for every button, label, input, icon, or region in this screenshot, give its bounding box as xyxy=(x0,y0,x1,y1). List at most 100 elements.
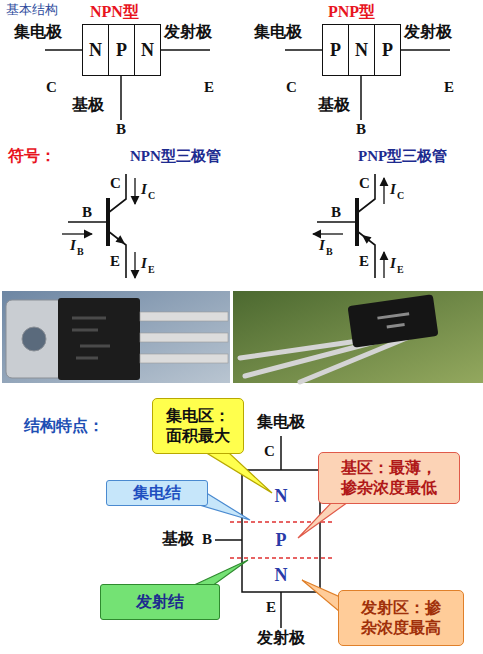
pin-letter: E xyxy=(110,254,120,269)
semiconductor-cell: N xyxy=(348,24,375,76)
emitter-arrow xyxy=(362,235,372,244)
section-heading: NPN型 xyxy=(90,4,139,20)
emitter-lead xyxy=(108,231,126,278)
pin-letter: E xyxy=(204,80,214,95)
callout-text: 发射结 xyxy=(136,592,184,612)
callout-tail xyxy=(205,452,272,493)
transistor-leg xyxy=(140,312,228,321)
callout-box: 集电结 xyxy=(106,480,208,506)
transistor-leg xyxy=(140,333,228,342)
emitter-wire xyxy=(280,592,282,628)
current-symbol: I xyxy=(70,238,76,253)
base-wire xyxy=(120,76,122,120)
photo-background xyxy=(233,291,483,383)
pin-letter: B xyxy=(116,122,126,137)
transistor-leg xyxy=(140,354,228,363)
current-subscript: B xyxy=(77,247,84,257)
base-bar xyxy=(106,198,110,246)
symbol-heading: PNP型三极管 xyxy=(358,149,447,164)
photo-background xyxy=(2,291,230,383)
semiconductor-cell: P xyxy=(374,24,401,76)
terminal-name: 基极 xyxy=(318,97,350,113)
terminal-name: 基极 xyxy=(72,97,104,113)
junction-line xyxy=(230,557,332,558)
collector-wire xyxy=(285,49,322,51)
current-symbol: I xyxy=(141,256,147,271)
region-letter: P xyxy=(382,39,393,62)
callout-box: 基区：最薄， 掺杂浓度最低 xyxy=(318,452,460,504)
terminal-name: 基极 xyxy=(162,531,194,547)
base-wire xyxy=(360,76,362,120)
collector-lead xyxy=(108,174,126,213)
terminal-name: 发射极 xyxy=(257,630,305,646)
transistor-body xyxy=(347,294,438,348)
pin-letter: C xyxy=(46,80,57,95)
metal-tab xyxy=(6,300,66,378)
terminal-name: 发射极 xyxy=(404,24,452,40)
semiconductor-cell: P xyxy=(108,24,135,76)
emitter-arrow xyxy=(116,235,126,244)
region-letter: N xyxy=(89,39,102,62)
region-letter: N xyxy=(355,39,368,62)
current-arrow xyxy=(313,233,343,234)
current-symbol: I xyxy=(319,238,325,253)
emitter-lead xyxy=(357,231,375,278)
body-marking xyxy=(377,314,410,328)
callout-text: 发射区：掺 杂浓度最高 xyxy=(343,598,459,638)
semiconductor-cell: N xyxy=(134,24,161,76)
current-subscript: C xyxy=(148,191,155,201)
callout-box: 发射结 xyxy=(100,584,220,620)
current-subscript: E xyxy=(148,265,155,275)
region-letter: P xyxy=(330,39,341,62)
callout-text: 集电结 xyxy=(133,483,181,503)
pin-letter: C xyxy=(264,444,275,459)
pin-letter: B xyxy=(356,122,366,137)
callout-box: 集电区： 面积最大 xyxy=(152,398,244,454)
section-heading: 符号： xyxy=(8,148,56,164)
base-lead xyxy=(317,221,355,223)
base-lead xyxy=(68,221,106,223)
collector-wire xyxy=(280,436,282,470)
region-letter: N xyxy=(275,485,288,508)
region-letter: N xyxy=(275,564,288,587)
semiconductor-region: N xyxy=(242,558,320,592)
current-arrow xyxy=(62,233,92,234)
current-arrow xyxy=(383,252,384,278)
callout-box: 发射区：掺 杂浓度最高 xyxy=(338,590,464,646)
pin-letter: B xyxy=(202,532,212,547)
region-letter: P xyxy=(116,39,127,62)
region-letter: P xyxy=(276,529,287,552)
emitter-wire xyxy=(400,49,450,51)
collector-wire xyxy=(45,49,82,51)
semiconductor-cell: P xyxy=(322,24,349,76)
terminal-name: 发射极 xyxy=(164,24,212,40)
callout-tail xyxy=(192,560,248,586)
callout-text: 集电区： 面积最大 xyxy=(157,406,239,446)
current-arrow xyxy=(383,178,384,204)
callout-text: 基区：最薄， 掺杂浓度最低 xyxy=(323,458,455,498)
callout-tail xyxy=(302,580,340,612)
pin-letter: E xyxy=(266,600,276,615)
pin-letter: E xyxy=(444,80,454,95)
current-arrow xyxy=(134,178,135,204)
pin-letter: C xyxy=(359,176,370,191)
pin-letter: B xyxy=(331,205,341,220)
terminal-name: 集电极 xyxy=(257,414,305,430)
terminal-name: 集电极 xyxy=(14,24,62,40)
collector-lead xyxy=(357,174,375,213)
semiconductor-cell: N xyxy=(82,24,109,76)
current-symbol: I xyxy=(141,182,147,197)
section-heading: PNP型 xyxy=(328,4,375,20)
current-symbol: I xyxy=(390,182,396,197)
current-subscript: B xyxy=(326,247,333,257)
emitter-wire xyxy=(160,49,210,51)
region-letter: N xyxy=(141,39,154,62)
body-marking xyxy=(72,318,110,358)
base-bar xyxy=(355,198,359,246)
current-subscript: E xyxy=(397,265,404,275)
semiconductor-region: P xyxy=(242,522,320,558)
transistor-body xyxy=(58,298,140,380)
current-symbol: I xyxy=(390,256,396,271)
pin-letter: C xyxy=(110,176,121,191)
